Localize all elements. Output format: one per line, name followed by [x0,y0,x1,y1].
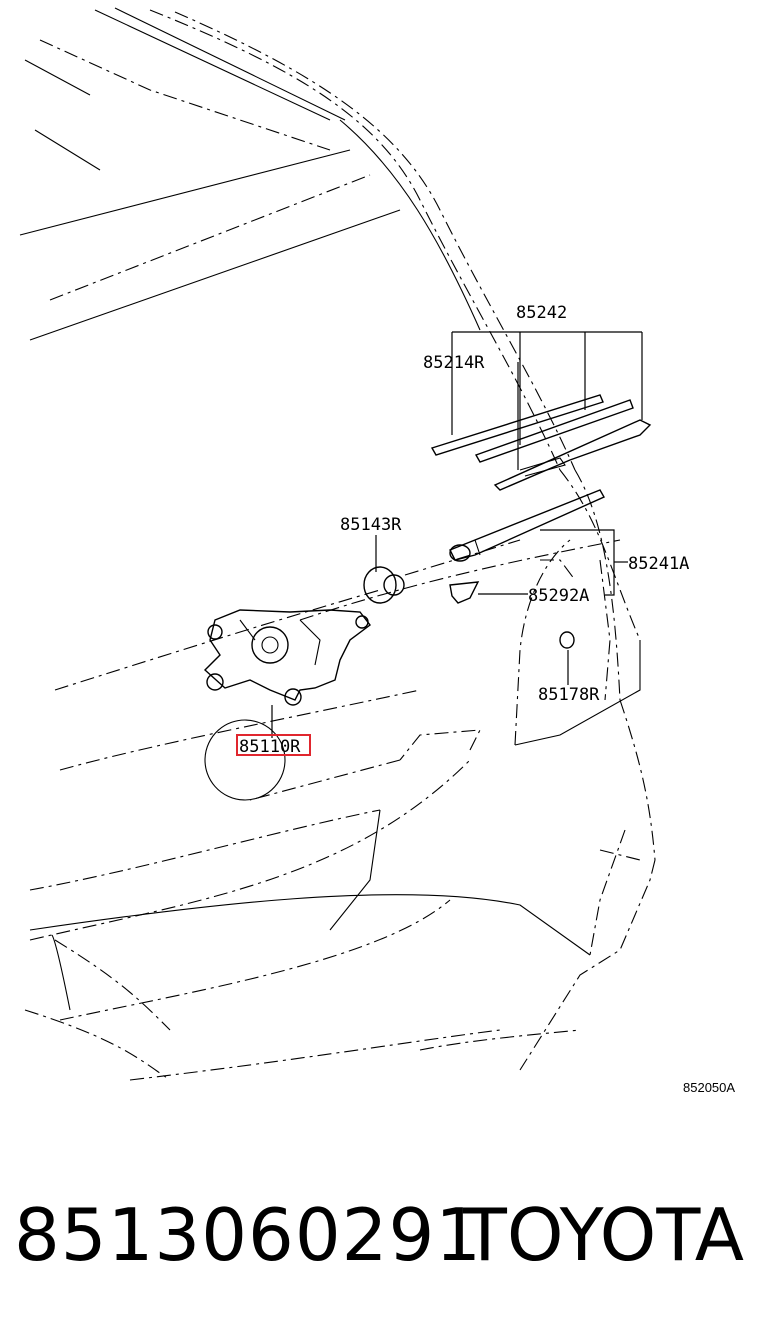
pivot-cap [363,566,405,604]
brand-name: TOYOTA [462,1193,744,1277]
vehicle-body-outline [19,7,656,1081]
wiper-motor [203,609,371,706]
leader-lines [271,331,643,738]
callout-85143r: 85143R [340,515,402,535]
callout-85178r: 85178R [538,685,600,705]
nut [559,631,575,649]
callout-85292a: 85292A [528,586,589,606]
part-number: 8513060291 [14,1193,483,1277]
wiper-blade-assembly [430,394,652,491]
highlight-box [236,734,311,756]
footer: 8513060291 TOYOTA [0,1190,760,1280]
wiper-parts-diagram: 85242 85214R 85143R 85241A 85292A 85178R… [19,7,735,1095]
illustration-reference: 852050A [683,1080,735,1095]
callout-85214r: 85214R [423,353,485,373]
callout-labels: 85242 85214R 85143R 85241A 85292A 85178R… [236,303,735,1095]
callout-85242: 85242 [516,303,567,323]
wiper-arm [449,489,605,562]
callout-85241a: 85241A [628,554,689,574]
callout-85110r: 85110R [239,737,301,757]
arm-cap [449,581,480,604]
